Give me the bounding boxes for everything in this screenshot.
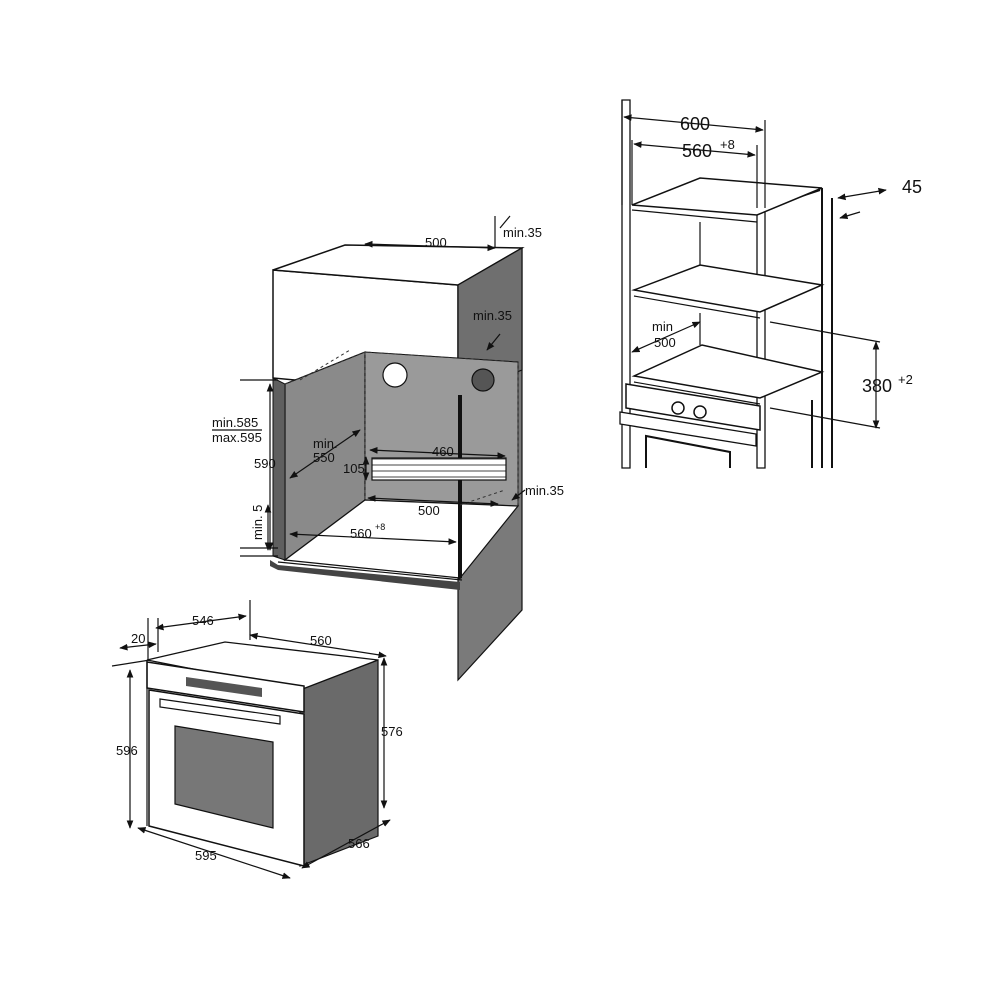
dim-vent-width: 460 <box>432 444 454 459</box>
dim-height: 590 <box>254 456 276 471</box>
under-cabinet-drawing: 500 min.35 min.35 min.585 max.595 590 mi… <box>212 215 564 682</box>
oven-drawing: 20 546 560 596 576 595 566 <box>111 600 403 879</box>
dim-body-height: 576 <box>381 724 403 739</box>
dim-depth: 566 <box>348 836 370 851</box>
dim-width: 595 <box>195 848 217 863</box>
dim-side-depth: 45 <box>902 177 922 197</box>
dim-vent-height: 105 <box>343 461 365 476</box>
dim-opening-height-tol: +2 <box>898 372 913 387</box>
dim-body-width: 560 <box>310 633 332 648</box>
dim-height: 596 <box>116 743 138 758</box>
dim-inner-depth-label: min. <box>313 436 338 451</box>
dim-plinth: min. 5 <box>250 505 265 540</box>
dim-top-gap: min.35 <box>503 225 542 240</box>
dim-inner-depth: 550 <box>313 450 335 465</box>
dim-height-max: max.595 <box>212 430 262 445</box>
dim-height-min: min.585 <box>212 415 258 430</box>
dim-inner-width: 560 <box>682 141 712 161</box>
dim-top-depth: 500 <box>425 235 447 250</box>
dim-width: 560 <box>350 526 372 541</box>
dim-side-gap: min.35 <box>473 308 512 323</box>
dim-width-tol: +8 <box>375 522 385 532</box>
dim-shelf-depth-label: min <box>652 319 673 334</box>
dim-outer-width: 600 <box>680 114 710 134</box>
dim-bottom-gap: min.35 <box>525 483 564 498</box>
dim-bottom-depth: 500 <box>418 503 440 518</box>
dim-front-offset: 20 <box>131 631 145 646</box>
dim-opening-height: 380 <box>862 376 892 396</box>
dim-panel-depth: 546 <box>192 613 214 628</box>
column-cabinet-drawing: 600 560 +8 45 min 500 380 +2 <box>619 99 922 469</box>
dim-inner-width-tol: +8 <box>720 137 735 152</box>
